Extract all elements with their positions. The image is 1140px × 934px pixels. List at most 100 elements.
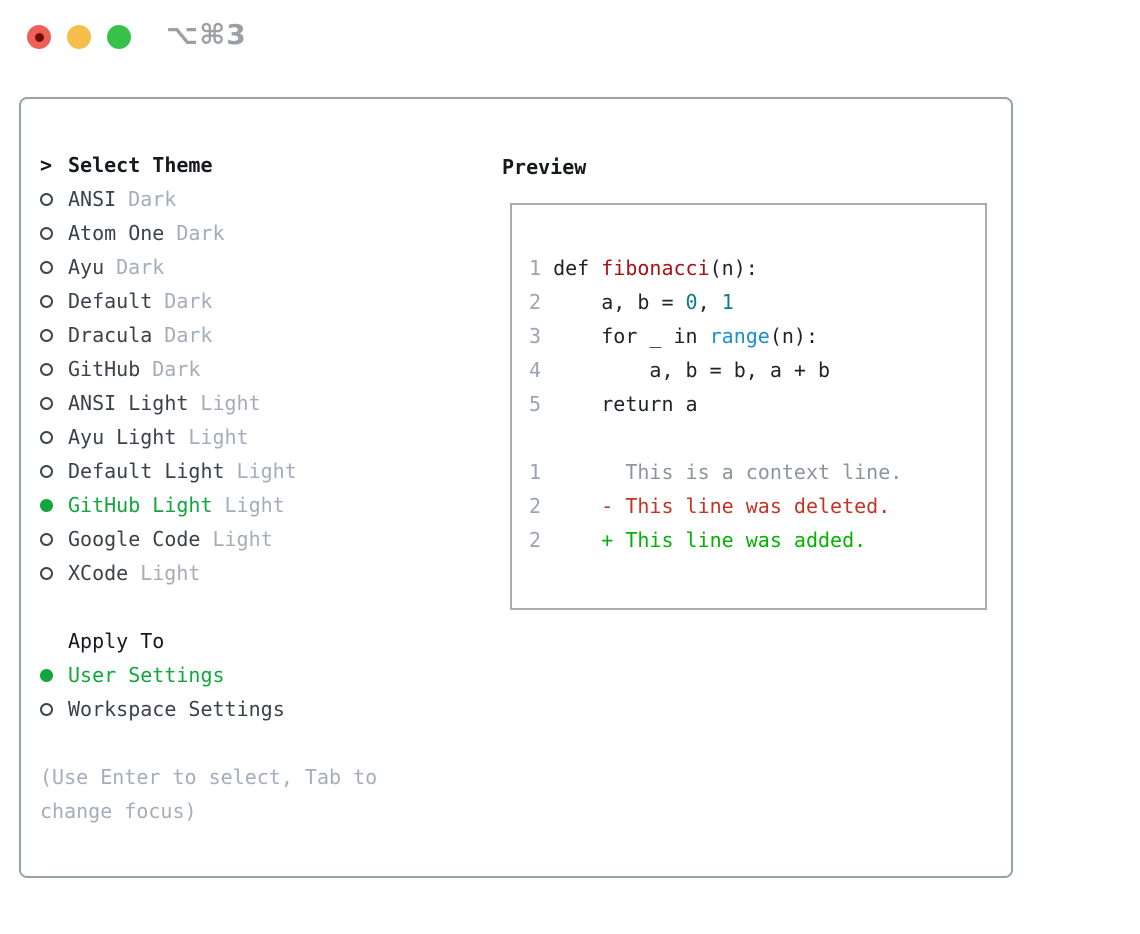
code-token-lit: 1 [721,290,734,314]
theme-option-name: ANSI Light [68,391,189,415]
code-token-plain: return a [541,392,698,416]
code-token-ctx: This is a context line. [541,460,903,484]
radio-unselected-icon [40,430,53,444]
close-button-dot-icon [34,32,44,42]
apply-to-header-row: Apply To [40,624,377,658]
apply-to-option[interactable]: Workspace Settings [40,692,377,726]
radio-unselected-icon [40,396,53,410]
radio-selected-icon [40,668,53,682]
code-token-plain: for _ in [541,324,710,348]
close-button[interactable] [27,25,51,49]
traffic-lights [27,25,131,49]
code-token-plain: (n): [769,324,819,348]
theme-option-name: GitHub Light [68,493,213,517]
theme-option-name: Ayu Light [68,425,177,449]
radio-unselected-icon [40,362,53,376]
code-token-num: 3 [529,324,542,348]
theme-option-name: Default Light [68,459,225,483]
theme-option-name: ANSI [68,187,117,211]
theme-option-variant: Dark [128,187,177,211]
theme-option-name: GitHub [68,357,141,381]
radio-unselected-icon [40,192,53,206]
prompt-icon: > [40,153,53,177]
theme-option-variant: Light [224,493,285,517]
theme-option-name: Atom One [68,221,165,245]
theme-option-variant: Dark [176,221,225,245]
code-token-plain: a, b = b, a + b [541,358,831,382]
code-token-plain: def [541,256,602,280]
theme-option-variant: Light [200,391,261,415]
code-preview: 1 def fibonacci(n): 2 a, b = 0, 1 3 for … [512,205,985,557]
radio-selected-icon [40,498,53,512]
preview-pane: 1 def fibonacci(n): 2 a, b = 0, 1 3 for … [510,203,987,610]
select-theme-title: Select Theme [68,153,213,177]
theme-option[interactable]: Atom One Dark [40,216,377,250]
code-token-num: 1 [529,256,542,280]
code-token-builtin: range [709,324,770,348]
theme-option[interactable]: ANSI Dark [40,182,377,216]
apply-to-title: Apply To [68,629,165,653]
maximize-button[interactable] [107,25,131,49]
code-token-num: 2 [529,290,542,314]
theme-option[interactable]: XCode Light [40,556,377,590]
theme-option-variant: Dark [164,323,213,347]
radio-unselected-icon [40,566,53,580]
code-token-lit: 0 [685,290,698,314]
theme-option-variant: Dark [116,255,165,279]
theme-option[interactable]: Ayu Dark [40,250,377,284]
theme-option-name: XCode [68,561,129,585]
code-token-num: 1 [529,460,542,484]
blank-row [40,726,377,760]
preview-title: Preview [502,155,587,179]
minimize-button[interactable] [67,25,91,49]
titlebar: ⌥⌘3 [0,0,1140,75]
code-token-add: + This line was added. [541,528,867,552]
code-token-num: 5 [529,392,542,416]
code-token-del: - This line was deleted. [541,494,891,518]
code-token-plain: a, b = [541,290,686,314]
theme-option-variant: Light [140,561,201,585]
theme-option-variant: Dark [164,289,213,313]
code-token-func: fibonacci [601,256,710,280]
radio-unselected-icon [40,294,53,308]
radio-unselected-icon [40,464,53,478]
theme-option-name: Ayu [68,255,105,279]
hint-text-line-2: change focus) [40,799,197,823]
theme-option[interactable]: Default Light Light [40,454,377,488]
theme-option[interactable]: Dracula Dark [40,318,377,352]
theme-option-variant: Dark [152,357,201,381]
hint-text-line-1: (Use Enter to select, Tab to [40,765,378,789]
radio-unselected-icon [40,260,53,274]
theme-option-name: Google Code [68,527,201,551]
theme-option[interactable]: ANSI Light Light [40,386,377,420]
theme-option[interactable]: GitHub Light Light [40,488,377,522]
window-shortcut-label: ⌥⌘3 [166,18,247,51]
blank-row [40,590,377,624]
theme-option-variant: Light [236,459,297,483]
theme-option[interactable]: GitHub Dark [40,352,377,386]
radio-unselected-icon [40,702,53,716]
code-token-num: 4 [529,358,542,382]
theme-option-variant: Light [188,425,249,449]
radio-unselected-icon [40,226,53,240]
code-token-num: 2 [529,494,542,518]
code-token-plain: (n): [709,256,758,280]
theme-option[interactable]: Ayu Light Light [40,420,377,454]
code-token-plain: , [697,290,722,314]
apply-to-option[interactable]: User Settings [40,658,377,692]
theme-option[interactable]: Google Code Light [40,522,377,556]
theme-option-variant: Light [212,527,273,551]
code-token-num: 2 [529,528,542,552]
radio-unselected-icon [40,328,53,342]
select-theme-header-row: > Select Theme [40,148,377,182]
radio-unselected-icon [40,532,53,546]
apply-to-option-label: User Settings [68,663,225,687]
apply-to-option-label: Workspace Settings [68,697,285,721]
theme-option-name: Dracula [68,323,153,347]
